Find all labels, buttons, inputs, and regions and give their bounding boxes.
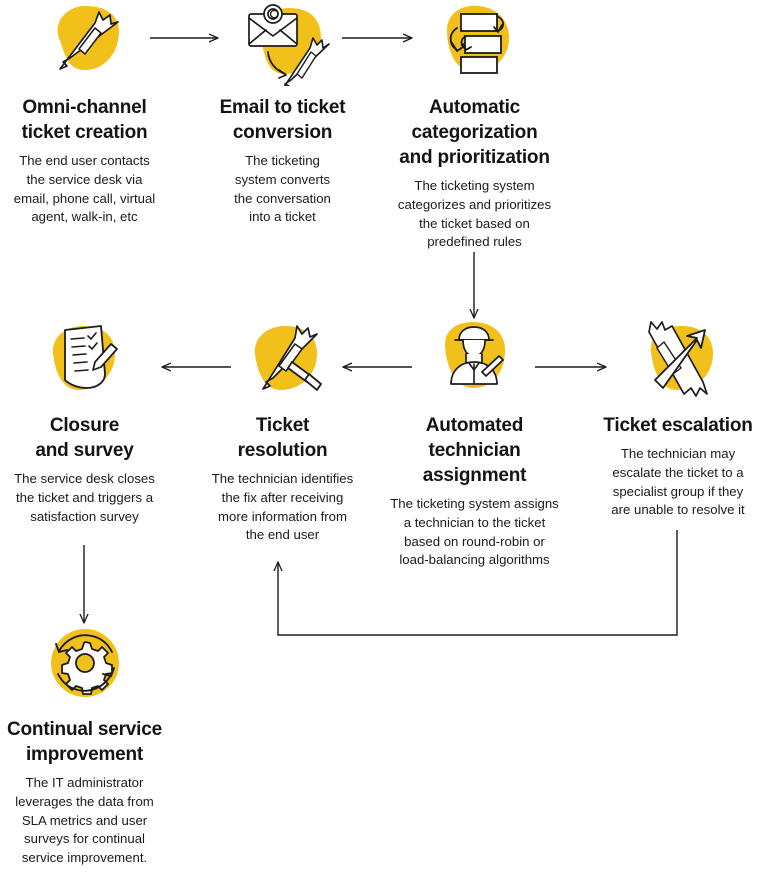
step-description: The ticketing system assigns a technicia… xyxy=(390,496,559,568)
step-email-to-ticket-conversion: Email to ticket conversion The ticketing… xyxy=(197,0,368,227)
step-title: Ticket resolution xyxy=(237,415,328,462)
step-continual-service-improvement: Continual service improvement The IT adm… xyxy=(0,622,169,868)
step-title: Ticket escalation xyxy=(603,415,753,436)
step-automated-technician-assignment: Automated technician assignment The tick… xyxy=(387,318,562,570)
categorization-icon xyxy=(387,0,562,86)
step-omni-channel-ticket-creation: Omni-channel ticket creation The end use… xyxy=(0,0,169,227)
step-description: The end user contacts the service desk v… xyxy=(13,153,156,225)
step-description: The ticketing system categorizes and pri… xyxy=(397,178,552,250)
step-description: The technician identifies the fix after … xyxy=(211,471,354,543)
technician-icon xyxy=(387,318,562,404)
ticket-icon xyxy=(0,0,169,86)
continual-improvement-icon xyxy=(0,622,169,708)
step-title: Email to ticket conversion xyxy=(219,97,346,144)
step-title: Automated technician assignment xyxy=(422,415,527,487)
step-title: Automatic categorization and prioritizat… xyxy=(399,97,550,169)
step-title: Continual service improvement xyxy=(7,719,162,766)
ticket-resolution-icon xyxy=(197,318,368,404)
step-automatic-categorization-and-prioritization: Automatic categorization and prioritizat… xyxy=(387,0,562,252)
ticket-escalation-icon xyxy=(592,318,764,404)
step-description: The technician may escalate the ticket t… xyxy=(611,446,745,518)
step-description: The service desk closes the ticket and t… xyxy=(14,471,155,524)
step-ticket-resolution: Ticket resolution The technician identif… xyxy=(197,318,368,545)
step-description: The IT administrator leverages the data … xyxy=(15,775,154,866)
email-to-ticket-icon xyxy=(197,0,368,86)
step-description: The ticketing system converts the conver… xyxy=(234,153,331,225)
step-title: Closure and survey xyxy=(35,415,134,462)
step-ticket-escalation: Ticket escalation The technician may esc… xyxy=(592,318,764,520)
step-title: Omni-channel ticket creation xyxy=(21,97,148,144)
step-closure-and-survey: Closure and survey The service desk clos… xyxy=(0,318,169,526)
survey-icon xyxy=(0,318,169,404)
